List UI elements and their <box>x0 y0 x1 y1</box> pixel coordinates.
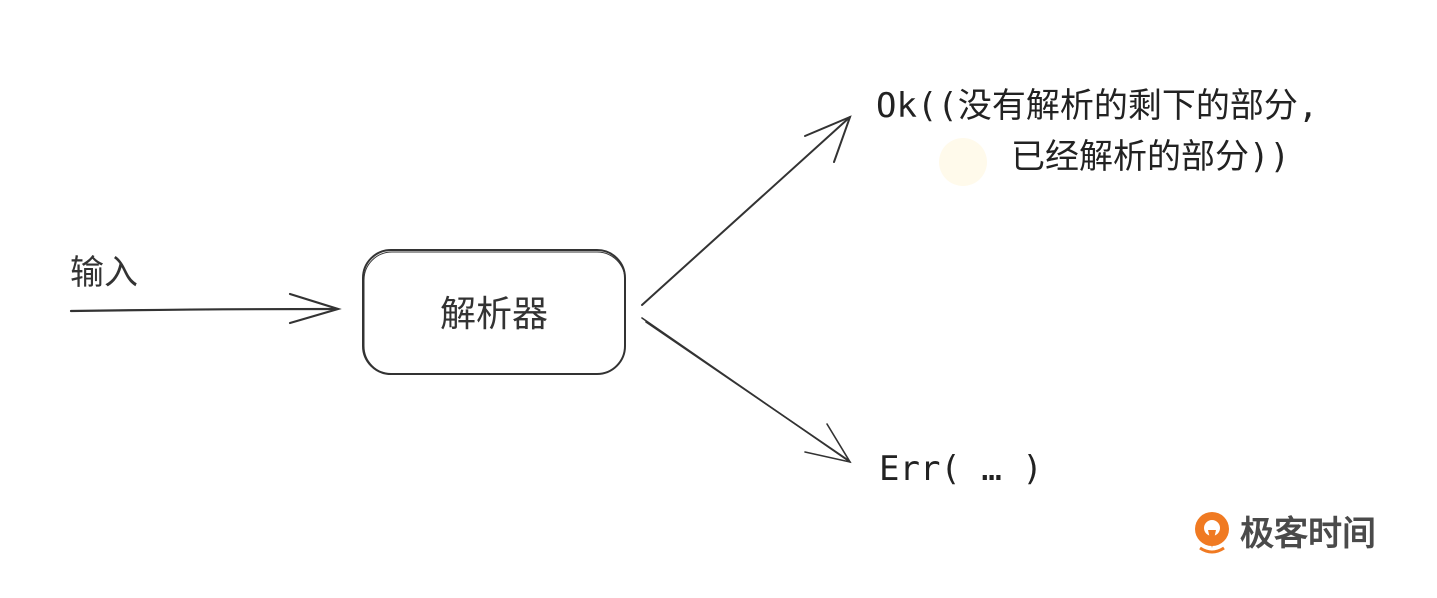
input-label: 输入 <box>70 253 138 293</box>
ok-arrow <box>641 115 852 306</box>
logo-text: 极客时间 <box>1240 514 1376 554</box>
err-result: Err( … ) <box>879 449 1043 489</box>
geektime-logo-icon <box>1195 512 1229 554</box>
highlight-dot <box>939 138 987 186</box>
err-arrow <box>641 317 852 464</box>
ok-result-line1: Ok((没有解析的剩下的部分, <box>876 86 1318 126</box>
parser-box <box>362 249 626 375</box>
input-arrow <box>69 292 342 325</box>
ok-result-line2: 已经解析的部分)) <box>1011 137 1290 177</box>
parser-label: 解析器 <box>440 294 548 335</box>
